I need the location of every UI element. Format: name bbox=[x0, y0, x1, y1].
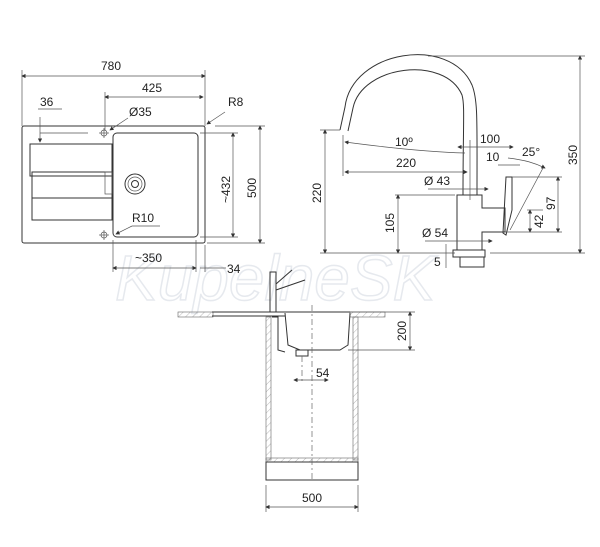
handle bbox=[502, 176, 513, 236]
faucet-foot bbox=[459, 256, 485, 268]
dim-bowl-edge: 34 bbox=[227, 262, 241, 276]
sink-outline bbox=[21, 125, 206, 244]
dim-tap-hole: Ø35 bbox=[129, 105, 152, 119]
drain-section bbox=[295, 349, 309, 357]
dim-bowl-offset: 425 bbox=[142, 81, 162, 95]
faucet-body bbox=[456, 194, 506, 251]
sink-top-view: 780 425 36 Ø35 R8 R10 ~432 500 ~350 34 bbox=[21, 59, 265, 276]
countertop-right bbox=[349, 311, 386, 318]
faucet-side-view: 350 220 105 10º 220 100 10 25° Ø 43 97 4… bbox=[310, 54, 585, 269]
watermark: KupelneSK bbox=[115, 242, 439, 314]
drainboard-rib bbox=[31, 197, 113, 221]
dim-spout-angle: 10º bbox=[395, 135, 413, 149]
dim-overall-width: 780 bbox=[101, 59, 121, 73]
dim-bowl-length: ~432 bbox=[219, 176, 233, 203]
faucet-base bbox=[452, 249, 486, 258]
dim-base-thickness: 5 bbox=[434, 255, 441, 269]
dim-handle-offset: 100 bbox=[480, 132, 500, 146]
bowl-section bbox=[284, 312, 351, 351]
cabinet-section: 200 54 500 bbox=[177, 269, 415, 512]
tap-hole-marker-icon bbox=[99, 230, 109, 240]
pipe bbox=[272, 316, 286, 353]
dim-drain-offset: 54 bbox=[316, 366, 330, 380]
dim-body-height: 105 bbox=[383, 213, 397, 233]
cabinet-side-left bbox=[265, 316, 272, 461]
dim-rim-edge: 36 bbox=[40, 95, 54, 109]
dim-bowl-width: ~350 bbox=[135, 251, 162, 265]
drain-icon bbox=[124, 173, 146, 195]
dim-cabinet-width: 500 bbox=[302, 491, 322, 505]
dim-corner-radius-bowl: R10 bbox=[132, 211, 154, 225]
dim-spout-reach: 220 bbox=[396, 156, 416, 170]
spout-outer bbox=[339, 54, 478, 196]
dim-corner-radius-outer: R8 bbox=[228, 95, 244, 109]
drainboard-rib bbox=[29, 143, 113, 177]
overflow-slot bbox=[104, 171, 113, 195]
dim-handle-low: 42 bbox=[532, 214, 546, 228]
sink-bowl bbox=[112, 132, 199, 238]
countertop-left bbox=[177, 311, 214, 318]
spout-inner bbox=[347, 69, 465, 196]
dim-total-height: 350 bbox=[566, 145, 580, 165]
small-faucet-icon bbox=[269, 269, 306, 313]
dim-overall-depth: 500 bbox=[245, 178, 259, 198]
tap-hole-marker-icon bbox=[99, 128, 109, 138]
dim-base-diameter: Ø 54 bbox=[422, 226, 448, 240]
dim-handle-height: 97 bbox=[544, 196, 558, 210]
dim-pipe-diameter: Ø 43 bbox=[424, 174, 450, 188]
cabinet-side-right bbox=[352, 316, 359, 461]
dim-handle-angle: 25° bbox=[522, 145, 540, 159]
dim-bowl-depth: 200 bbox=[395, 321, 409, 341]
dim-spout-height: 220 bbox=[310, 183, 324, 203]
dim-handle-gap: 10 bbox=[486, 150, 500, 164]
